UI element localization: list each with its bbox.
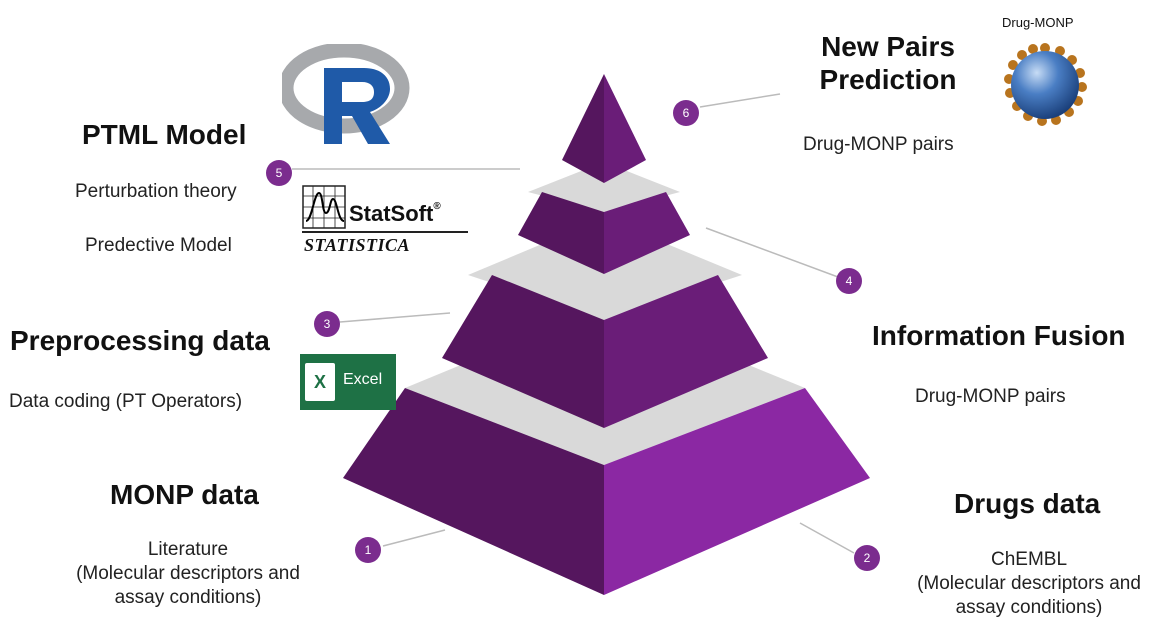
step-5-line-2: Predective Model (85, 235, 232, 256)
step-2-description: ChEMBL (Molecular descriptors and assay … (895, 548, 1163, 619)
statsoft-name: StatSoft® (349, 201, 441, 227)
step-1-title: MONP data (110, 479, 259, 510)
step-4-title: Information Fusion (872, 320, 1126, 351)
tier-3-right (604, 192, 690, 274)
excel-icon: X (305, 363, 335, 401)
step-5-title: PTML Model (82, 119, 247, 150)
connector-4 (705, 227, 839, 278)
excel-logo: X Excel (300, 354, 396, 410)
nanoparticle-icon (1004, 43, 1087, 126)
step-6-title-line-2: Prediction (819, 64, 957, 96)
apex-right (604, 74, 646, 183)
step-1-description: Literature (Molecular descriptors and as… (60, 538, 316, 609)
tier-3-left (518, 192, 604, 274)
step-5-badge: 5 (266, 160, 292, 186)
statsoft-reg-mark: ® (433, 201, 441, 212)
step-4-badge: 4 (836, 268, 862, 294)
connector-1 (382, 529, 446, 547)
step-3-title: Preprocessing data (10, 325, 270, 356)
step-3-badge: 3 (314, 311, 340, 337)
apex-left (562, 74, 604, 183)
band-3 (528, 162, 680, 212)
step-2-line-2: (Molecular descriptors and (917, 572, 1141, 594)
step-4-line-1: Drug-MONP pairs (915, 386, 1066, 407)
step-2-line-1: ChEMBL (990, 549, 1068, 570)
connector-2 (799, 522, 855, 554)
connector-3 (339, 312, 451, 323)
drug-monp-label: Drug-MONP (1002, 15, 1074, 30)
statistica-label: STATISTICA (304, 235, 411, 255)
tier-1-left (343, 388, 604, 595)
r-logo-icon (282, 44, 410, 144)
connector-6 (699, 93, 781, 108)
excel-label: Excel (343, 371, 383, 388)
tier-2-right (604, 275, 768, 428)
step-1-line-3: assay conditions) (114, 586, 262, 608)
step-1-line-1: Literature (147, 539, 229, 560)
step-2-title: Drugs data (954, 488, 1101, 519)
step-5-line-1: Perturbation theory (75, 181, 237, 202)
statsoft-name-text: StatSoft (349, 201, 434, 226)
step-6-badge: 6 (673, 100, 699, 126)
step-6-title: New Pairs Prediction (808, 30, 968, 96)
statistica-rule (302, 231, 468, 233)
step-2-badge: 2 (854, 545, 880, 571)
statsoft-logo: StatSoft® STATISTICA (302, 185, 470, 255)
step-1-line-2: (Molecular descriptors and (76, 562, 300, 584)
step-6-line-1: Drug-MONP pairs (803, 134, 954, 155)
step-3-line-1: Data coding (PT Operators) (9, 391, 243, 412)
statsoft-chart-icon (302, 185, 346, 229)
step-1-badge: 1 (355, 537, 381, 563)
tier-2-left (442, 275, 604, 428)
tier-1-right (604, 388, 870, 595)
step-2-line-3: assay conditions) (955, 596, 1103, 618)
step-6-title-line-1: New Pairs (821, 31, 955, 62)
